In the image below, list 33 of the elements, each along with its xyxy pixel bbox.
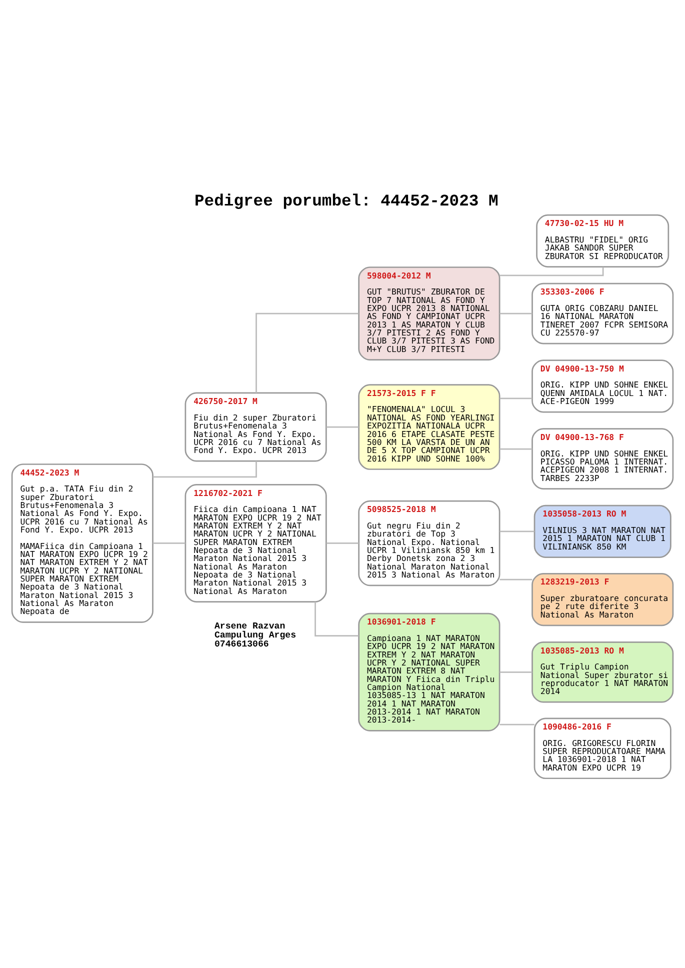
node-box: 353303-2006 F GUTA ORIG COBZARU DANIEL 16 NATIONAL MARATON TINERET 2007 FCPR SEMISORA CU 225570-97	[532, 282, 674, 344]
diagram-title: Pedigree porumbel: 44452-2023 M	[194, 191, 498, 210]
connector	[152, 461, 257, 478]
connector	[500, 312, 532, 314]
connector	[256, 312, 359, 393]
node-box: 1035058-2013 RO M VILNIUS 3 NAT MARATON NAT 2015 1 MARATON NAT CLUB 1 VILINIANSK 850 KM	[534, 504, 672, 558]
label: 0746613066	[214, 638, 269, 650]
node-box: 44452-2023 M Gut p.a. TATA Fiu din 2 super Zburatori Brutus+Fenomenala 3 National As Fond Y. Expo. UCPR 2016 cu 7 National As Fond Y. Expo. UCPR 2013 MAMAFiica din Campioana 1 NAT MARATON EXPO UCPR 19 2 NAT MARATON EXTREM Y 2 NAT MARATON UCPR Y 2 NATIONAL SUPER MARATON EXTREM Nepoata de 3 National Maraton National 2015 3 National As Maraton Nepoata de	[11, 464, 154, 623]
node-box: 1283219-2013 F Super zburatoare concurata pe 2 rute diferite 3 National As Maraton	[532, 572, 674, 626]
connector	[500, 671, 532, 673]
node-box: DV 04900-13-768 F ORIG. KIPP UND SOHNE ENKEL PICASSO PALOMA 1 INTERNAT. ACEPIGEON 2008 1 INTERNAT. TARBES 2233P	[532, 428, 674, 490]
connector	[500, 448, 532, 450]
node-box: 426750-2017 M Fiu din 2 super Zburatori Brutus+Fenomenala 3 National As Fond Y. Expo. UCPR 2016 cu 7 National As Fond Y. Expo. UCPR 2013	[184, 392, 327, 462]
label: Campulung Arges	[214, 630, 296, 641]
connector	[152, 542, 186, 544]
node-box: 21573-2015 F F "FENOMENALA" LOCUL 3 NATIONAL AS FOND YEARLINGI EXPOZITIA NATIONALA UCPR 2016 6 ETAPE CLASATE PESTE 500 KM LA VARSTA DE UN AN DE 5 X TOP CAMPIONAT UCPR 2016 KIPP UND SOHNE 100%	[358, 384, 500, 470]
label: Arsene Razvan	[214, 620, 286, 632]
connector	[314, 602, 359, 637]
connector	[500, 530, 534, 532]
connector	[500, 398, 532, 400]
connector	[500, 578, 532, 580]
node-box: 1036901-2018 F Campioana 1 NAT MARATON EXPO UCPR 19 2 NAT MARATON EXTREM Y 2 NAT MARATON UCPR Y 2 NATIONAL SUPER MARATON EXTREM 8 NAT MARATON Y Fiica din Triplu Campion National 1035085-13 1 NAT MARATON 2014 1 NAT MARATON 2013-2014 1 NAT MARATON 2013-2014-	[358, 612, 500, 732]
node-box: 47730-02-15 HU M ALBASTRU "FIDEL" ORIG JAKAB SANDOR SUPER ZBURATOR SI REPRODUCATOR	[536, 214, 670, 268]
node-box: DV 04900-13-750 M ORIG. KIPP UND SOHNE ENKEL QUENN AMIDALA LOCUL 1 NAT. ACE-PIGEON 1999	[532, 360, 674, 413]
connector	[500, 267, 604, 276]
connector	[500, 724, 534, 726]
connector	[326, 542, 359, 544]
node-box: 1216702-2021 F Fiica din Campioana 1 NAT MARATON EXPO UCPR 19 2 NAT MARATON EXTREM Y 2 NAT MARATON UCPR Y 2 NATIONAL SUPER MARATON EXTREM Nepoata de 3 National Maraton National 2015 3 National As Maraton Nepoata de 3 National Maraton National 2015 3 National As Maraton	[184, 484, 327, 602]
node-box: 1035085-2013 RO M Gut Triplu Campion National Super zburator si reproducator 1 NAT MARATON 2014	[532, 642, 674, 703]
connector	[326, 426, 359, 428]
node-box: 1090486-2016 F ORIG. GRIGORESCU FLORIN SUPER REPRODUCATOARE MAMA LA 1036901-2018 1 NAT MARATON EXPO UCPR 19	[534, 718, 672, 780]
node-box: 598004-2012 M GUT "BRUTUS" ZBURATOR DE TOP 7 NATIONAL AS FOND Y EXPO UCPR 2013 8 NATIONAL AS FOND Y CAMPIONAT UCPR 2013 1 AS MARATON Y CLUB 3/7 PITESTI 2 AS FOND Y CLUB 3/7 PITESTI 3 AS FOND M+Y CLUB 3/7 PITESTI	[358, 266, 500, 361]
node-box: 5098525-2018 M Gut negru Fiu din 2 zburatori de Top 3 National Expo. National UCPR 1 Viliniansk 850 km 1 Derby Donetsk zona 2 3 National Maraton National 2015 3 National As Maraton	[358, 500, 500, 586]
